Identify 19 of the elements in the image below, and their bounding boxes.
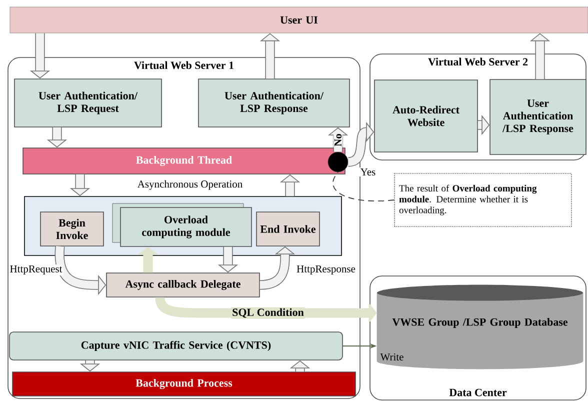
operation-label: Asynchronous Operation <box>137 180 242 190</box>
process-box: Background Thread <box>22 148 346 174</box>
module-box: Overload computing module <box>112 203 252 247</box>
process-box: End Invoke <box>256 212 320 246</box>
process-box: User Authentication/ LSP Response <box>198 78 350 128</box>
edge-label: HttpResponse <box>296 264 356 276</box>
edge-label: Yes <box>359 168 377 176</box>
note-box: The result of Overload computing module. Determine whether it is overloading. <box>394 173 572 227</box>
edge-label: No <box>334 132 342 148</box>
process-box: Async callback Delegate <box>106 272 260 298</box>
process-box: Begin Invoke <box>40 212 104 246</box>
process-box: Background Process <box>12 372 356 396</box>
process-box: User Authentication /LSP Response <box>490 79 586 155</box>
ui-band: User UI <box>10 6 588 34</box>
process-box: User Authentication/ LSP Request <box>14 78 162 128</box>
edge-label: SQL Condition <box>231 307 305 319</box>
leader-line <box>332 172 395 202</box>
process-box: Auto-Redirect Website <box>374 80 478 152</box>
service-box: Capture vNIC Traffic Service (CVNTS) <box>9 332 343 360</box>
